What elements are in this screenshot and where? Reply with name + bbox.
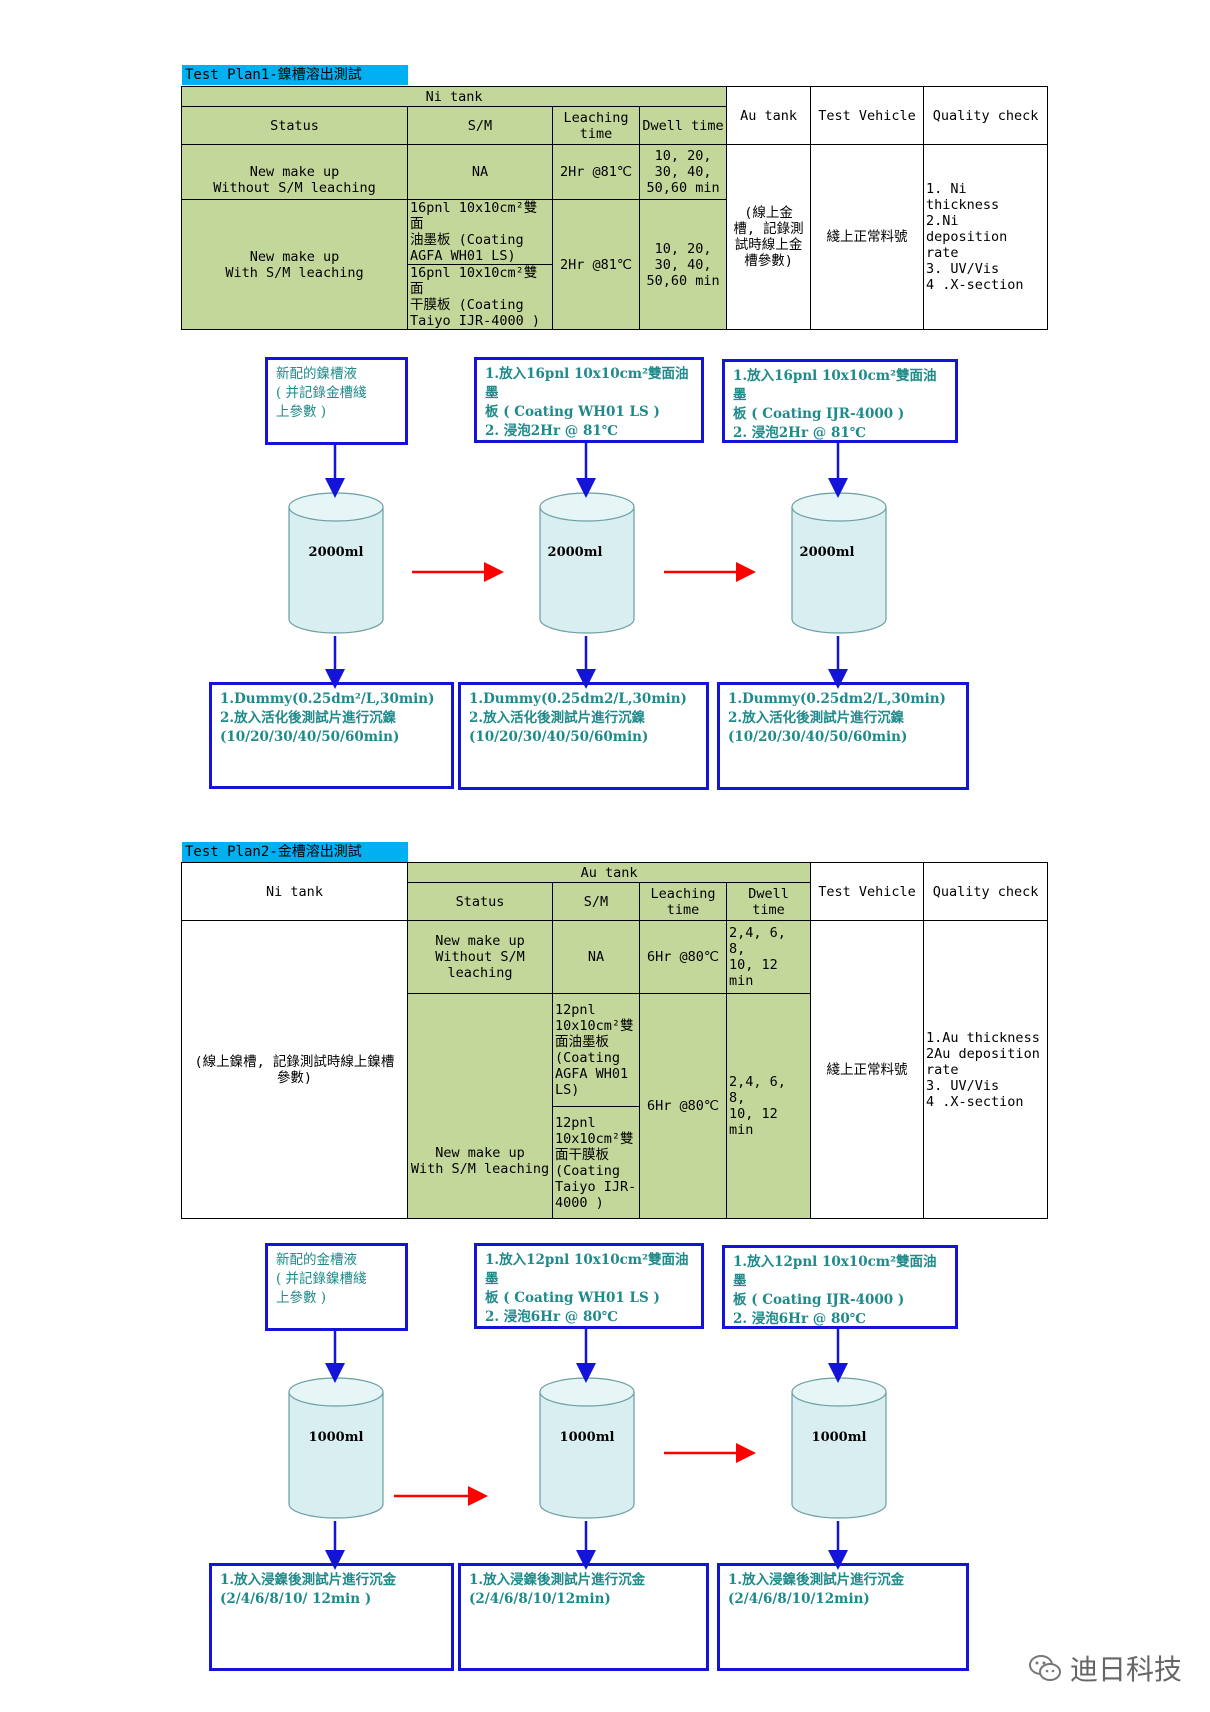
plan2-tank-3 [791,1377,887,1519]
plan1-status-header: Status [181,106,408,145]
plan2-row1-status: New make up Without S/M leaching [407,920,553,994]
plan1-tank-2-volume: 2000ml [547,545,603,560]
plan1-vehicle-header: Test Vehicle [810,86,925,145]
plan1-dwell-header: Dwell time [638,106,728,145]
plan2-vehicle-header: Test Vehicle [810,862,925,921]
plan2-table: Ni tank Au tank Test Vehicle Quality che… [181,862,1049,1219]
plan2-dwell-header: Dwell time [725,882,812,921]
plan1-row2-status: New make up With S/M leaching [181,199,408,330]
plan2-tank-1-volume: 1000ml [308,1430,364,1445]
plan1-au-tank-note: (線上金 槽, 記錄測 試時線上金 槽參數) [726,144,812,330]
plan1-row1-status: New make up Without S/M leaching [181,144,408,200]
plan2-quality-note: 1.Au thickness 2Au deposition rate 3. UV… [923,920,1049,1219]
plan2-row1-leaching: 6Hr @80℃ [639,920,727,994]
plan2-top-box-1: 新配的金槽液 ( 并記錄鎳槽綫 上參數 ) [265,1243,408,1331]
plan1-title: Test Plan1-鎳槽溶出測試 [182,65,408,85]
plan2-row2-sm-a: 12pnl 10x10cm²雙 面油墨板 (Coating AGFA WH01 … [552,993,640,1107]
wechat-icon [1028,1655,1061,1681]
plan1-leaching-header: Leaching time [552,106,640,145]
plan1-vehicle-note: 綫上正常料號 [810,144,925,330]
plan1-au-tank-header: Au tank [726,86,812,145]
plan1-row2-sm-a: 16pnl 10x10cm²雙面 油墨板 (Coating AGFA WH01 … [407,199,553,265]
watermark: 迪日科技 [1028,1648,1182,1688]
plan2-bottom-box-3: 1.放入浸鎳後測試片進行沉金 (2/4/6/8/10/12min) [717,1563,969,1671]
plan2-bottom-box-2: 1.放入浸鎳後測試片進行沉金 (2/4/6/8/10/12min) [458,1563,709,1671]
plan1-row1-leaching: 2Hr @81℃ [552,144,640,200]
plan2-ni-tank-note: (線上鎳槽, 記錄測試時線上鎳槽 參數) [181,920,408,1219]
plan2-tank-3-volume: 1000ml [811,1430,867,1445]
plan2-tank-2-volume: 1000ml [559,1430,615,1445]
plan1-tank-1 [288,492,384,634]
plan2-row2-sm-b: 12pnl 10x10cm²雙 面干膜板 (Coating Taiyo IJR-… [552,1106,640,1219]
plan2-row2-dwell: 2,4, 6, 8, 10, 12 min [725,993,812,1219]
plan1-row1-sm: NA [407,144,553,200]
plan2-row1-sm: NA [552,920,640,994]
plan1-ni-tank-header: Ni tank [180,86,728,107]
plan2-title: Test Plan2-金槽溶出測試 [182,842,408,862]
plan2-top-box-3: 1.放入12pnl 10x10cm²雙面油墨 板 ( Coating IJR-4… [722,1245,958,1329]
plan1-row2-sm-b: 16pnl 10x10cm²雙面 干膜板 (Coating Taiyo IJR-… [407,264,553,330]
plan2-tank-1 [288,1377,384,1519]
plan2-au-tank-header: Au tank [406,862,812,883]
plan1-top-box-3: 1.放入16pnl 10x10cm²雙面油墨 板 ( Coating IJR-4… [722,359,958,443]
plan1-tank-1-volume: 2000ml [308,545,364,560]
plan2-row2-leaching: 6Hr @80℃ [639,993,727,1219]
plan1-tank-3-volume: 2000ml [799,545,855,560]
plan2-row1-dwell: 2,4, 6, 8, 10, 12 min [725,920,812,994]
plan1-top-box-1: 新配的鎳槽液 ( 并記錄金槽綫 上參數 ) [265,357,408,445]
plan1-row2-leaching: 2Hr @81℃ [552,199,640,330]
plan1-table: Ni tank Au tank Test Vehicle Quality che… [180,86,1049,330]
plan1-tank-3 [791,492,887,634]
plan1-quality-header: Quality check [923,86,1049,145]
plan1-top-box-2: 1.放入16pnl 10x10cm²雙面油墨 板 ( Coating WH01 … [474,357,704,443]
plan2-leaching-header: Leaching time [639,882,727,921]
plan2-status-header: Status [407,882,553,921]
plan2-row2-status: New make up With S/M leaching [407,993,553,1219]
plan1-tank-2 [539,492,635,634]
plan1-quality-note: 1. Ni thickness 2.Ni deposition rate 3. … [923,144,1049,330]
watermark-text: 迪日科技 [1069,1653,1182,1686]
plan2-top-box-2: 1.放入12pnl 10x10cm²雙面油墨 板 ( Coating WH01 … [474,1243,704,1329]
plan1-bottom-box-2: 1.Dummy(0.25dm2/L,30min) 2.放入活化後測試片進行沉鎳 … [458,682,709,790]
plan2-vehicle-note: 綫上正常料號 [810,920,925,1219]
plan2-bottom-box-1: 1.放入浸鎳後測試片進行沉金 (2/4/6/8/10/ 12min ) [209,1563,454,1671]
plan2-quality-header: Quality check [923,862,1049,921]
plan1-bottom-box-3: 1.Dummy(0.25dm2/L,30min) 2.放入活化後測試片進行沉鎳 … [717,682,969,790]
plan1-row2-dwell: 10, 20, 30, 40, 50,60 min [638,199,728,330]
